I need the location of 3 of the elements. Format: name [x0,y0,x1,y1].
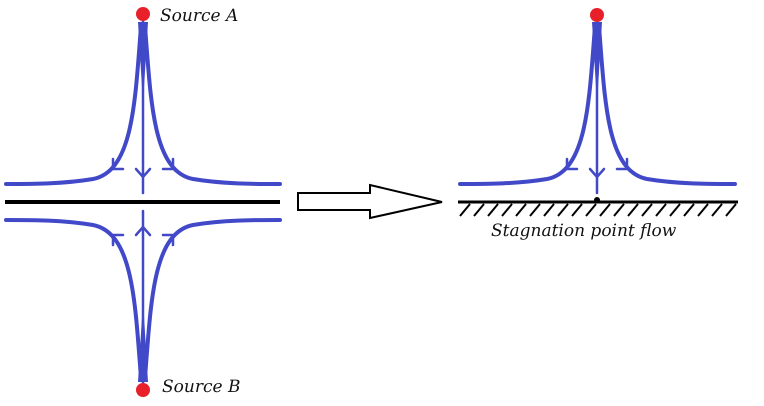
caption-text: Stagnation point flow [491,221,676,241]
source-label: Source A [160,6,238,26]
source-label: Source B [162,377,240,397]
